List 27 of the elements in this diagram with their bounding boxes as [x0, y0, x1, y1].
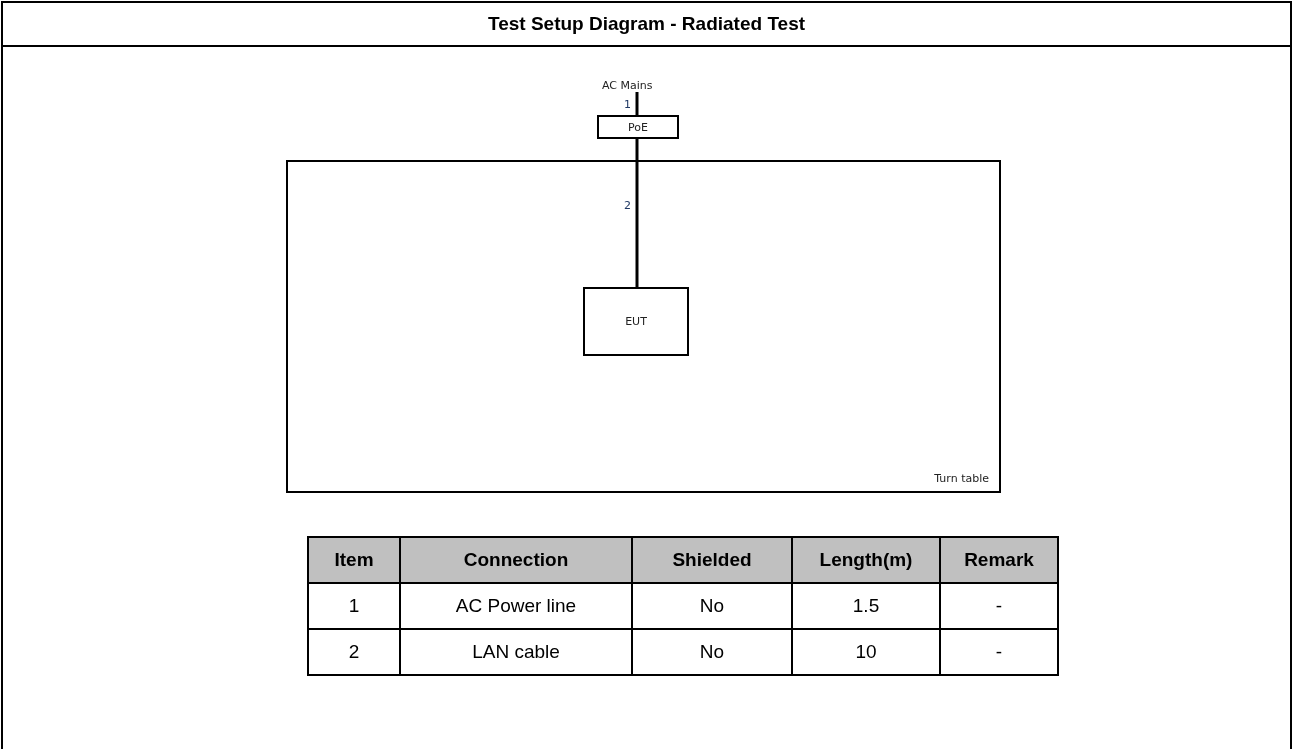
table-cell: LAN cable	[400, 629, 632, 675]
power-source-label: AC Mains	[602, 79, 653, 92]
cable-line	[635, 92, 639, 115]
table-cell: 2	[308, 629, 400, 675]
poe-injector-box	[597, 115, 679, 139]
node-label: EUT	[625, 315, 647, 328]
title: Test Setup Diagram - Radiated Test	[487, 13, 806, 35]
table-header-cell: Shielded	[632, 537, 792, 583]
turn-table-area	[286, 160, 1001, 493]
node-label: PoE	[628, 120, 648, 134]
table-cell: -	[940, 583, 1058, 629]
eut-box	[583, 287, 689, 356]
table-cell: AC Power line	[400, 583, 632, 629]
area-label: Turn table	[934, 472, 989, 485]
table-header-cell: Length(m)	[792, 537, 940, 583]
table-cell: 1	[308, 583, 400, 629]
table-cell: 1.5	[792, 583, 940, 629]
table-cell: 10	[792, 629, 940, 675]
table-header-cell: Connection	[400, 537, 632, 583]
table-cell: -	[940, 629, 1058, 675]
edge-label: 1	[623, 97, 632, 111]
table-header-cell: Item	[308, 537, 400, 583]
table-header-cell: Remark	[940, 537, 1058, 583]
table-cell: No	[632, 629, 792, 675]
cable-line	[635, 139, 639, 287]
table-cell: No	[632, 583, 792, 629]
edge-label: 2	[623, 199, 632, 212]
